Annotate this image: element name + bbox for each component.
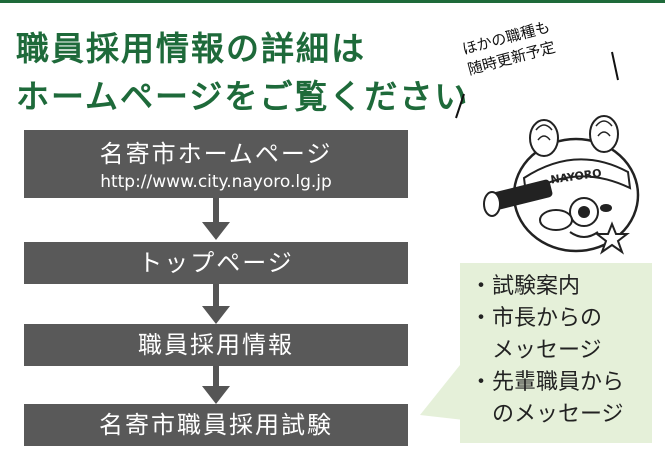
step-recruitment-exam-label: 名寄市職員採用試験 xyxy=(99,411,333,439)
list-item: ・試験案内 xyxy=(470,271,624,303)
bullet: ・ xyxy=(470,306,493,331)
bullet: ・ xyxy=(470,370,493,395)
note-emphasis-lines xyxy=(455,51,619,119)
bubble-tail xyxy=(420,360,464,420)
list-item-continued: メッセージ xyxy=(492,338,602,363)
step-recruitment-info-label: 職員採用情報 xyxy=(138,331,294,359)
arrow-down-icon xyxy=(202,198,230,240)
heading-line-2: ホームページをご覧ください xyxy=(16,77,470,116)
list-item-text: 先輩職員から xyxy=(492,370,625,395)
list-item: ・市長からの xyxy=(470,303,624,335)
info-bubble xyxy=(460,263,652,443)
bullet: ・ xyxy=(470,274,493,299)
step-homepage-label: 名寄市ホームページ xyxy=(99,140,333,168)
list-item-text: 市長からの xyxy=(492,306,603,331)
step-recruitment-info[interactable]: 職員採用情報 xyxy=(24,324,408,366)
arrow-down-icon xyxy=(202,284,230,324)
list-item-text: 試験案内 xyxy=(492,274,581,299)
list-item-continued: のメッセージ xyxy=(492,402,624,427)
heading-line-1: 職員採用情報の詳細は xyxy=(16,29,366,68)
arrow-down-icon xyxy=(202,366,230,404)
homepage-url-link[interactable]: http://www.city.nayoro.lg.jp xyxy=(100,172,332,192)
list-item: ・先輩職員から xyxy=(470,367,624,399)
step-homepage[interactable]: 名寄市ホームページ http://www.city.nayoro.lg.jp xyxy=(24,130,408,198)
step-top-page-label: トップページ xyxy=(138,249,294,277)
mascot-illustration: NAYORO xyxy=(483,115,640,255)
step-recruitment-exam[interactable]: 名寄市職員採用試験 xyxy=(24,404,408,446)
step-top-page[interactable]: トップページ xyxy=(24,242,408,284)
info-list: ・試験案内 ・市長からの メッセージ ・先輩職員から のメッセージ xyxy=(470,271,624,431)
top-divider xyxy=(0,0,665,3)
